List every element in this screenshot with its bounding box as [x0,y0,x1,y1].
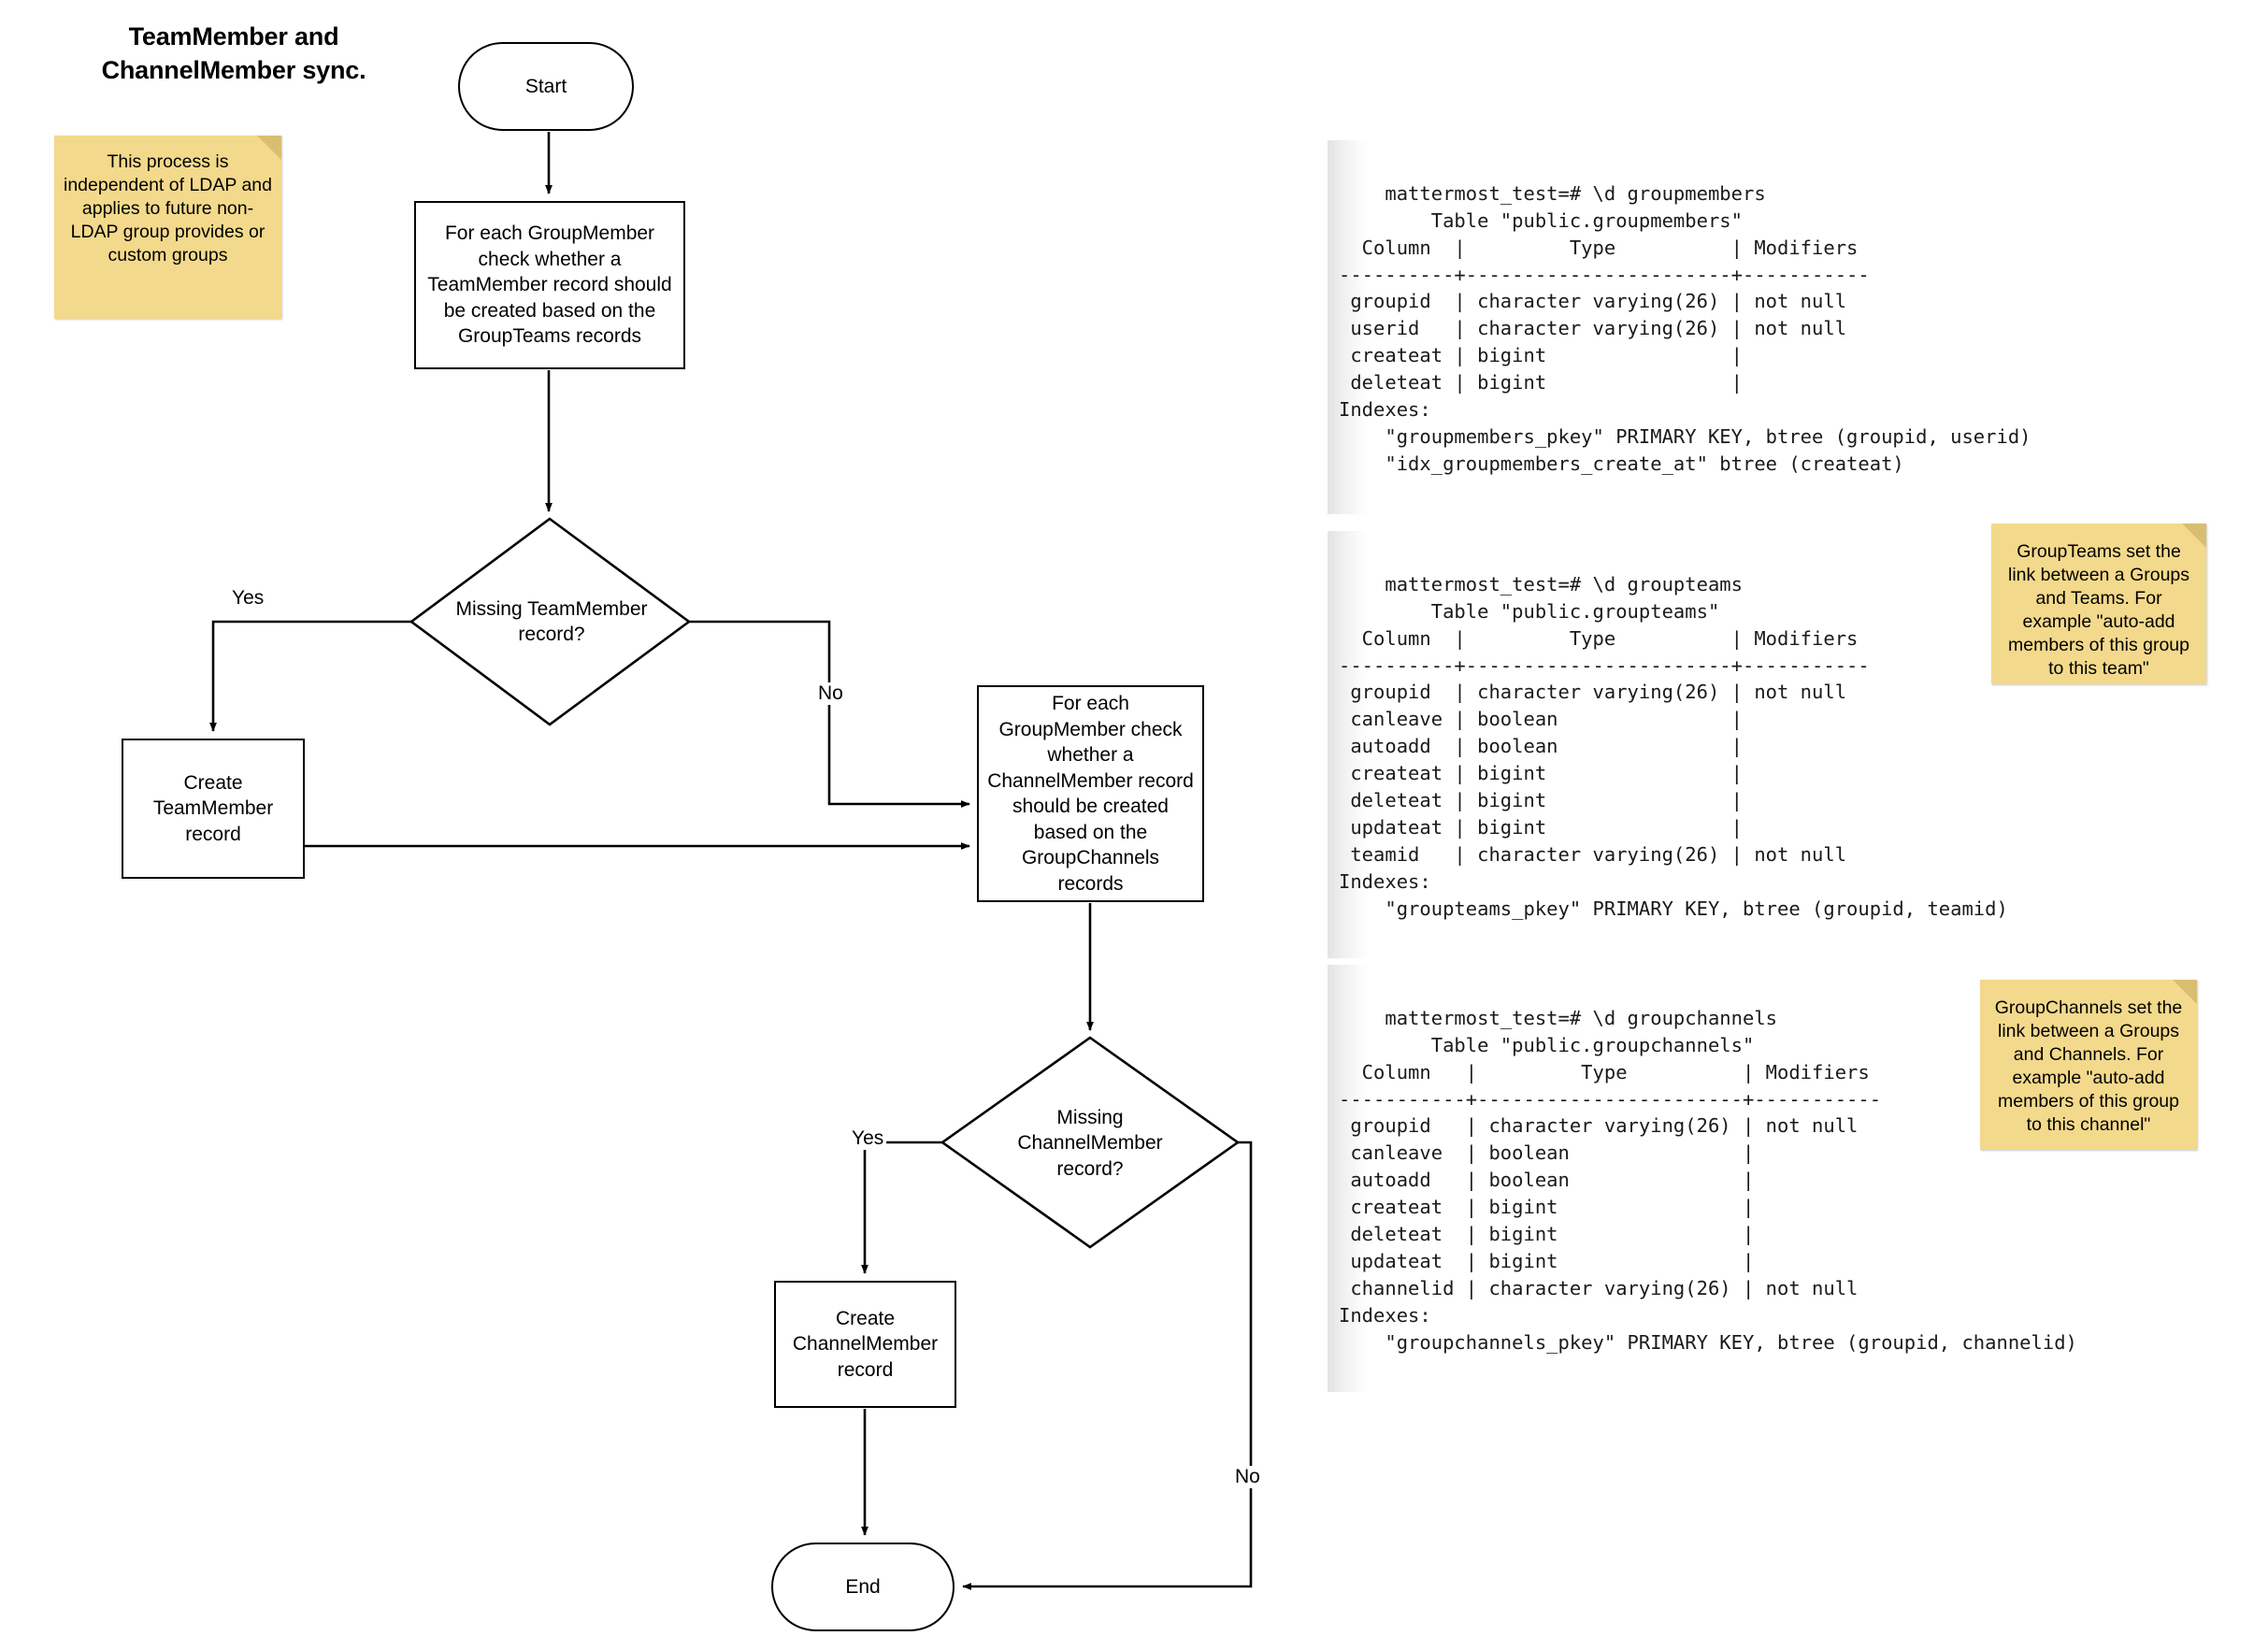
flow-node-decision-missing-channelmember[interactable]: Missing ChannelMember record? [982,1084,1199,1202]
flow-node-start[interactable]: Start [458,42,634,131]
sticky-note-ldap-text: This process is independent of LDAP and … [64,151,272,265]
flow-node-decision-missing-channelmember-label: Missing ChannelMember record? [1017,1106,1163,1180]
flow-node-end-label: End [845,1575,881,1598]
sticky-note-ldap: This process is independent of LDAP and … [54,136,281,319]
folded-corner-icon [2173,980,2197,1004]
flow-node-create-teammember-label: Create TeamMember record [152,771,274,845]
terminal-output-groupteams-text: mattermost_test=# \d groupteams Table "p… [1339,572,2008,920]
edge-decision2-no [962,1141,1253,1590]
flow-node-channelmember-check-label: For each GroupMember check whether a Cha… [987,693,1194,895]
flow-node-decision-missing-teammember-label: Missing TeamMember record? [455,597,648,646]
edge-label-no-channelmember: No [1232,1466,1263,1488]
flow-node-teammember-check-label: For each GroupMember check whether a Tea… [427,222,672,348]
edge-decision1-no [689,620,970,808]
edge-label-yes-teammember: Yes [229,587,267,610]
terminal-output-groupmembers: mattermost_test=# \d groupmembers Table … [1328,140,2031,514]
edge-decision2-yes [861,1141,942,1274]
terminal-output-groupchannels: mattermost_test=# \d groupchannels Table… [1328,965,2077,1393]
decision-missing-teammember-shape [409,517,692,726]
folded-corner-icon [2182,524,2206,548]
flow-node-create-channelmember-label: Create ChannelMember record [792,1307,939,1381]
terminal-output-groupteams: mattermost_test=# \d groupteams Table "p… [1328,531,2008,959]
flow-node-start-label: Start [524,75,567,97]
sticky-note-groupteams-text: GroupTeams set the link between a Groups… [2007,541,2190,679]
flow-node-decision-missing-teammember[interactable]: Missing TeamMember record? [439,561,664,682]
flow-node-create-teammember[interactable]: Create TeamMember record [122,739,305,879]
edge-label-yes-channelmember: Yes [849,1127,887,1150]
edge-decision1-yes [209,620,411,732]
flow-node-channelmember-check[interactable]: For each GroupMember check whether a Cha… [977,685,1204,902]
flow-node-teammember-check[interactable]: For each GroupMember check whether a Tea… [414,201,685,369]
flow-node-end[interactable]: End [771,1543,955,1631]
sticky-note-groupteams: GroupTeams set the link between a Groups… [1991,524,2206,684]
terminal-output-groupmembers-text: mattermost_test=# \d groupmembers Table … [1339,181,2031,475]
sticky-note-groupchannels-text: GroupChannels set the link between a Gro… [1994,997,2183,1135]
sticky-note-groupchannels: GroupChannels set the link between a Gro… [1980,980,2197,1150]
flow-node-create-channelmember[interactable]: Create ChannelMember record [774,1281,956,1408]
decision-missing-channelmember-shape [940,1036,1241,1249]
terminal-output-groupchannels-text: mattermost_test=# \d groupchannels Table… [1339,1006,2077,1354]
edge-label-no-teammember: No [815,682,846,705]
folded-corner-icon [257,136,281,160]
